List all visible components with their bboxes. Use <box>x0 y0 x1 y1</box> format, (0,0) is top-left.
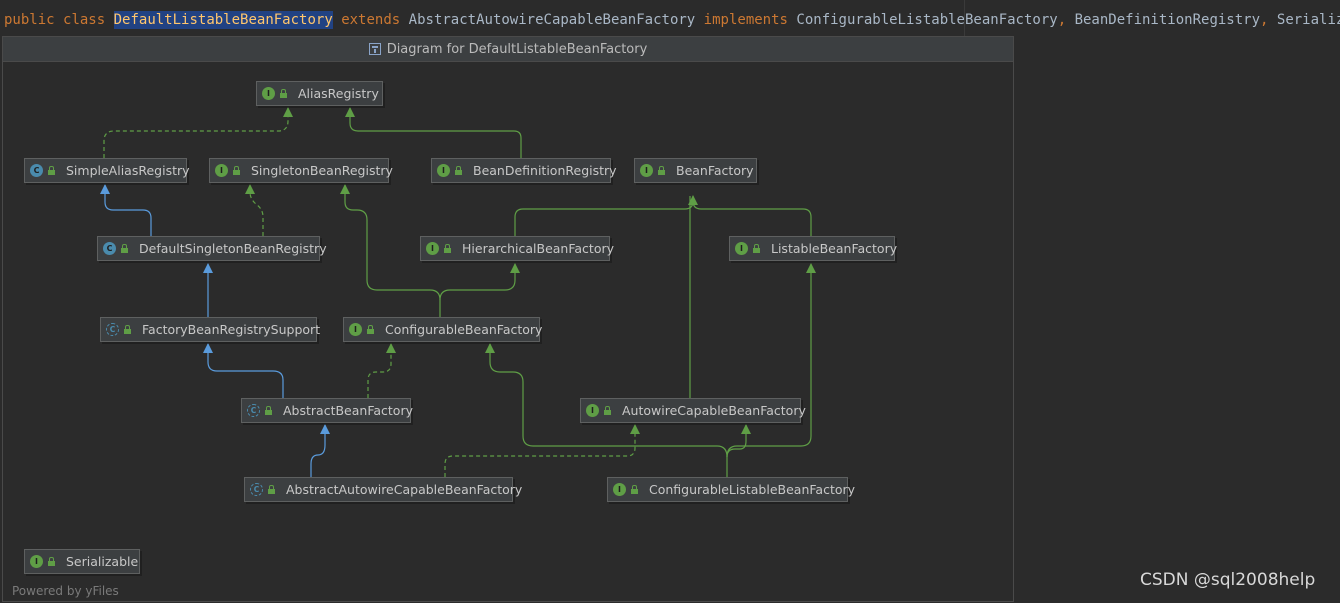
comma-2: , <box>1260 12 1269 28</box>
interface-icon: I <box>349 323 362 336</box>
public-lock-icon <box>47 557 56 566</box>
diagram-edges <box>100 107 816 477</box>
node-factory-bean-registry-support[interactable]: C FactoryBeanRegistrySupport <box>100 317 321 342</box>
node-autowire-capable-bean-factory[interactable]: I AutowireCapableBeanFactory <box>580 398 806 423</box>
node-label: SimpleAliasRegistry <box>66 163 190 178</box>
code-declaration-line[interactable]: public class DefaultListableBeanFactory … <box>0 0 1340 40</box>
edge-abstractautowire-abstractbean <box>310 424 330 477</box>
popup-title: Diagram for DefaultListableBeanFactory <box>386 41 648 57</box>
node-alias-registry[interactable]: I AliasRegistry <box>256 81 383 106</box>
interface-icon: I <box>426 242 439 255</box>
edge-abstractbean-configurable <box>367 343 396 398</box>
popup-title-bar[interactable]: Diagram for DefaultListableBeanFactory <box>3 37 1013 62</box>
public-lock-icon <box>366 325 375 334</box>
keyword-implements: implements <box>703 12 788 28</box>
interface-icon: I <box>586 404 599 417</box>
node-default-singleton-bean-registry[interactable]: C DefaultSingletonBeanRegistry <box>97 236 327 261</box>
node-label: AbstractBeanFactory <box>283 403 413 418</box>
edge-hierarchical-beanfactory <box>514 195 698 236</box>
node-label: SingletonBeanRegistry <box>251 163 393 178</box>
abstract-class-icon: C <box>106 323 119 336</box>
node-configurable-listable-bean-factory[interactable]: I ConfigurableListableBeanFactory <box>607 477 855 502</box>
node-bean-factory[interactable]: I BeanFactory <box>634 158 757 183</box>
edge-abstractautowire-autowire <box>444 424 640 477</box>
class-icon: C <box>103 242 116 255</box>
edge-configlistable-autowire <box>726 424 751 477</box>
interface-icon: I <box>437 164 450 177</box>
comma-1: , <box>1057 12 1067 28</box>
node-label: DefaultSingletonBeanRegistry <box>139 241 327 256</box>
diagram-icon <box>368 43 381 55</box>
node-hierarchical-bean-factory[interactable]: I HierarchicalBeanFactory <box>420 236 614 261</box>
edge-configurable-singleton <box>340 184 441 301</box>
node-configurable-bean-factory[interactable]: I ConfigurableBeanFactory <box>343 317 543 342</box>
public-lock-icon <box>120 244 129 253</box>
node-label: AutowireCapableBeanFactory <box>622 403 806 418</box>
abstract-class-icon: C <box>250 483 263 496</box>
interface-icon: I <box>262 87 275 100</box>
public-lock-icon <box>454 166 463 175</box>
node-label: ListableBeanFactory <box>771 241 898 256</box>
public-lock-icon <box>279 89 288 98</box>
edge-abstractbean-factorybean <box>203 343 284 398</box>
interface-icon: I <box>215 164 228 177</box>
node-label: BeanFactory <box>676 163 754 178</box>
superclass-name[interactable]: AbstractAutowireCapableBeanFactory <box>408 12 696 28</box>
node-serializable[interactable]: I Serializable <box>24 549 140 574</box>
keyword-extends: extends <box>341 12 401 28</box>
public-lock-icon <box>443 244 452 253</box>
interface-name-1[interactable]: ConfigurableListableBeanFactory <box>796 12 1058 28</box>
powered-by-footer: Powered by yFiles <box>12 584 119 598</box>
interface-name-2[interactable]: BeanDefinitionRegistry <box>1074 12 1261 28</box>
csdn-watermark: CSDN @sql2008help <box>1140 570 1316 590</box>
public-lock-icon <box>603 406 612 415</box>
interface-icon: I <box>30 555 43 568</box>
edge-configlistable-listable <box>726 263 816 458</box>
interface-icon: I <box>613 483 626 496</box>
node-label: AbstractAutowireCapableBeanFactory <box>286 482 523 497</box>
node-listable-bean-factory[interactable]: I ListableBeanFactory <box>729 236 898 261</box>
keyword-public: public <box>4 12 55 28</box>
node-label: BeanDefinitionRegistry <box>473 163 617 178</box>
interface-icon: I <box>640 164 653 177</box>
public-lock-icon <box>630 485 639 494</box>
public-lock-icon <box>267 485 276 494</box>
node-label: AliasRegistry <box>298 86 379 101</box>
node-simple-alias-registry[interactable]: C SimpleAliasRegistry <box>24 158 190 183</box>
interface-icon: I <box>735 242 748 255</box>
node-singleton-bean-registry[interactable]: I SingletonBeanRegistry <box>209 158 393 183</box>
node-label: ConfigurableListableBeanFactory <box>649 482 856 497</box>
node-abstract-bean-factory[interactable]: C AbstractBeanFactory <box>241 398 413 423</box>
edge-configlistable-configurable <box>485 343 728 458</box>
edge-listable-beanfactory <box>692 200 812 236</box>
edge-simplealias-alias <box>103 107 293 158</box>
diagram-popup[interactable]: Diagram for DefaultListableBeanFactory <box>2 36 1014 602</box>
node-label: Serializable <box>66 554 139 569</box>
public-lock-icon <box>657 166 666 175</box>
edge-configurable-hierarchical <box>439 263 520 317</box>
node-bean-definition-registry[interactable]: I BeanDefinitionRegistry <box>431 158 617 183</box>
node-label: FactoryBeanRegistrySupport <box>142 322 321 337</box>
editor-margin-line <box>964 0 965 36</box>
public-lock-icon <box>232 166 241 175</box>
node-label: ConfigurableBeanFactory <box>385 322 543 337</box>
class-icon: C <box>30 164 43 177</box>
node-label: HierarchicalBeanFactory <box>462 241 615 256</box>
public-lock-icon <box>47 166 56 175</box>
abstract-class-icon: C <box>247 404 260 417</box>
edge-beandef-alias <box>345 107 522 158</box>
edge-defaultsingleton-simplealias <box>100 184 152 236</box>
public-lock-icon <box>123 325 132 334</box>
keyword-class: class <box>63 12 106 28</box>
edge-defaultsingleton-singleton <box>245 184 264 236</box>
selected-class-name[interactable]: DefaultListableBeanFactory <box>113 11 333 29</box>
node-abstract-autowire-capable-bean-factory[interactable]: C AbstractAutowireCapableBeanFactory <box>244 477 522 502</box>
public-lock-icon <box>752 244 761 253</box>
interface-name-3[interactable]: Serializable <box>1276 12 1340 28</box>
public-lock-icon <box>264 406 273 415</box>
